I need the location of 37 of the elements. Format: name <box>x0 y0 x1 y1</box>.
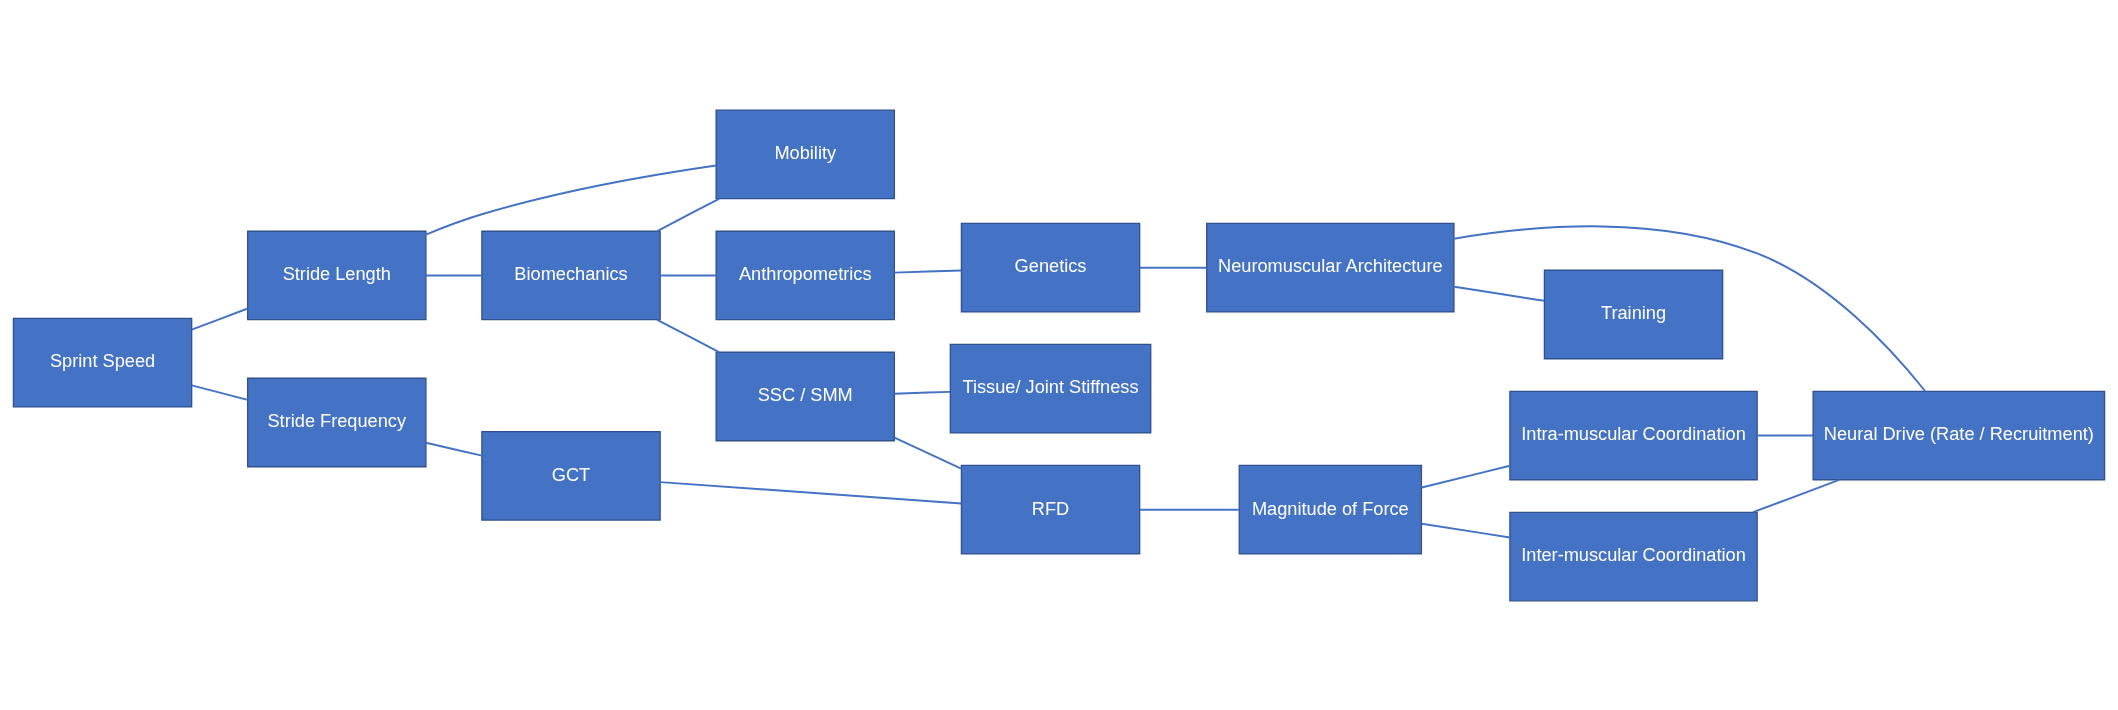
node-box: Neuromuscular Architecture <box>1206 222 1455 313</box>
node-box: Intra-muscular Coordination <box>1509 390 1758 480</box>
node-box: Sprint Speed <box>12 317 193 408</box>
connector <box>190 383 249 401</box>
node-box: SSC / SMM <box>715 351 896 441</box>
connector <box>1138 508 1240 511</box>
node-box: RFD <box>960 464 1141 555</box>
connector <box>425 274 483 276</box>
connector <box>1138 266 1208 269</box>
connector <box>893 390 952 395</box>
connector <box>656 197 720 232</box>
connector <box>659 274 718 276</box>
node-box: Tissue/ Joint Stiffness <box>949 343 1152 434</box>
connector <box>1420 522 1511 538</box>
node-box: Magnitude of Force <box>1238 464 1423 555</box>
node-box: GCT <box>481 430 661 521</box>
connector <box>656 318 720 353</box>
connector <box>190 307 249 331</box>
node-box: Neural Drive (Rate / Recruitment) <box>1812 390 2106 480</box>
connector <box>893 436 963 470</box>
node-box: Inter-muscular Coordination <box>1509 511 1758 601</box>
connector <box>425 441 483 457</box>
connector <box>659 480 963 504</box>
connector <box>1420 464 1511 488</box>
connector <box>1756 434 1814 436</box>
connector <box>424 164 717 235</box>
node-box: Training <box>1543 269 1724 359</box>
connector <box>1752 478 1841 513</box>
connector <box>1453 285 1545 302</box>
node-box: Stride Frequency <box>247 377 427 467</box>
node-box: Biomechanics <box>481 230 661 320</box>
connector <box>1453 224 1927 392</box>
node-box: Anthropometrics <box>715 230 896 320</box>
node-box: Mobility <box>715 109 896 199</box>
node-box: Stride Length <box>247 230 427 320</box>
node-box: Genetics <box>960 222 1141 313</box>
connector <box>893 269 963 274</box>
